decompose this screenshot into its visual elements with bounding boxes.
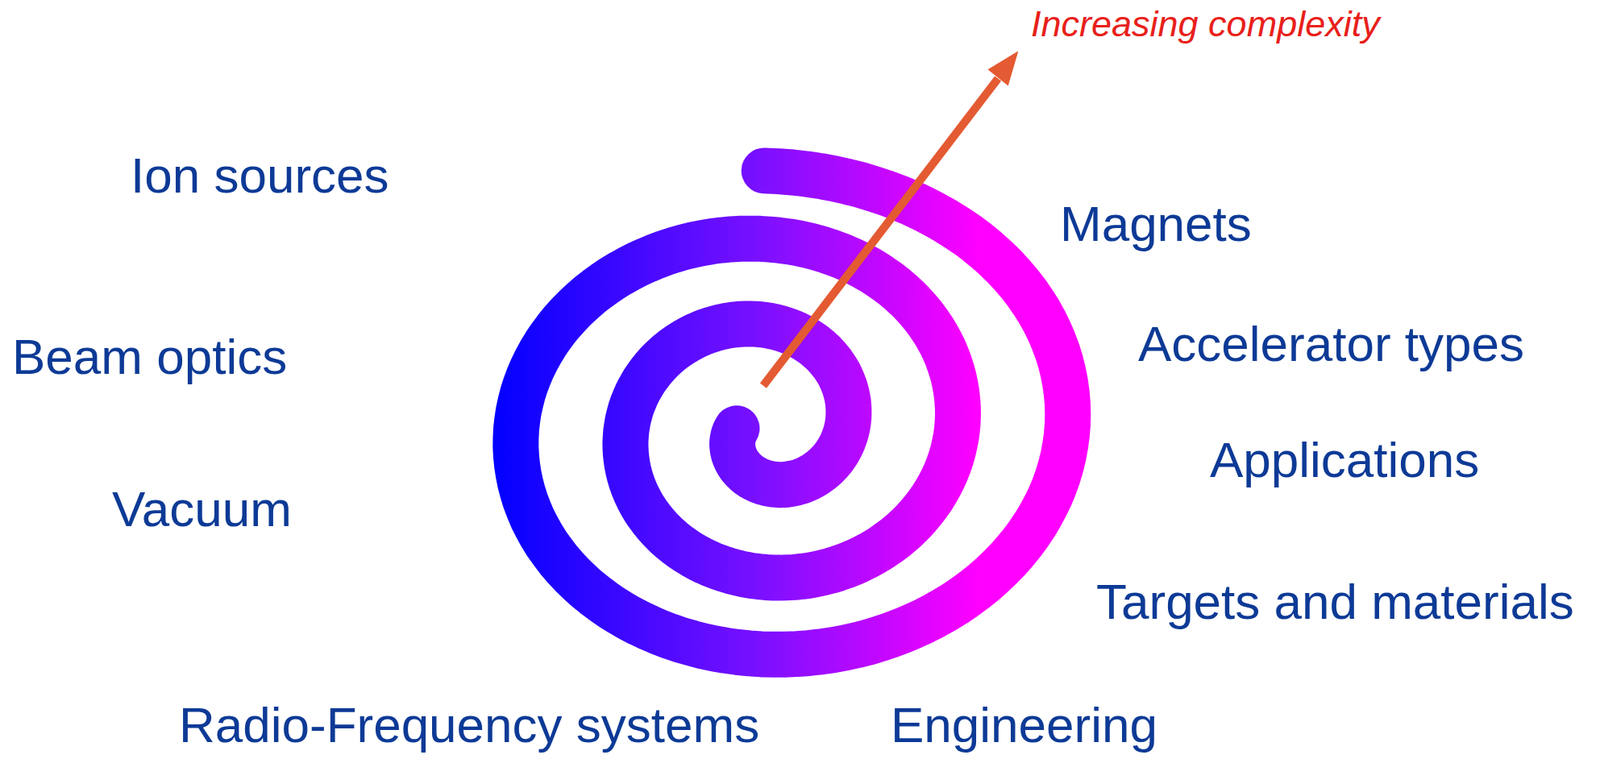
topic-label: Applications: [1209, 431, 1480, 489]
topic-label: Ion sources: [130, 146, 390, 204]
complexity-arrow-head: [987, 50, 1019, 86]
complexity-arrow-shaft: [763, 78, 998, 387]
axis-note: Increasing complexity: [1030, 3, 1380, 46]
topic-label: Targets and materials: [1096, 573, 1575, 631]
topic-label: Beam optics: [12, 328, 287, 386]
topic-label: Accelerator types: [1138, 315, 1525, 373]
topic-label: Engineering: [890, 696, 1158, 754]
topic-label: Radio-Frequency systems: [178, 696, 760, 754]
spiral: [515, 170, 1069, 655]
topic-label: Vacuum: [112, 480, 292, 538]
topic-label: Magnets: [1059, 195, 1252, 253]
